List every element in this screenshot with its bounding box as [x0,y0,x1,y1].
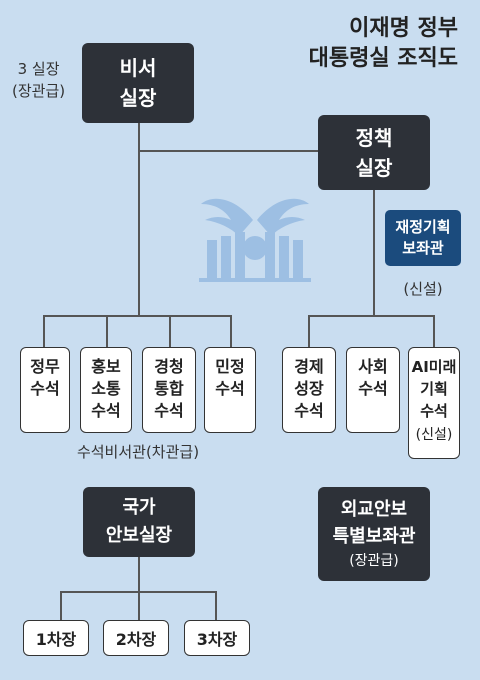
secretary-box-public-relations: 홍보 소통 수석 [80,347,132,433]
secretary-pr-line-3: 수석 [91,401,121,420]
policy-chief-line-2: 실장 [355,155,393,180]
national-security-line-1: 국가 [122,497,156,518]
national-security-line-2: 안보실장 [105,525,173,546]
secretary-political-line-1: 정무 [30,357,60,376]
chief-of-staff-box: 비서 실장 [82,43,194,123]
secretary-box-social: 사회 수석 [346,347,400,433]
diplomacy-advisor-box: 외교안보 특별보좌관 (장관급) [318,487,430,581]
secretary-box-listening-unity: 경청 통합 수석 [142,347,196,433]
fiscal-advisor-note: (신설) [403,280,443,298]
secretary-box-ai-future: AI미래 기획 수석 (신설) [408,347,460,459]
secretary-pr-line-2: 소통 [91,379,121,398]
chief-of-staff-note-line-2: (장관급) [12,82,66,100]
title-line-1: 이재명 정부 [349,16,458,41]
phoenix-emblem-icon [199,198,311,282]
secretary-economy-line-2: 성장 [294,379,324,398]
chief-of-staff-note-line-1: 3 실장 [17,60,60,78]
chief-of-staff-line-2: 실장 [119,86,157,110]
fiscal-advisor-line-1: 재정기획 [395,218,451,236]
deputy-box-1: 1차장 [23,620,89,656]
chart-title: 이재명 정부 대통령실 조직도 [309,14,458,74]
secretary-ai-line-3: 수석 [420,402,448,420]
fiscal-advisor-line-2: 보좌관 [402,239,444,257]
secretary-social-line-2: 수석 [358,379,388,398]
secretary-ai-line-1: AI미래 [411,358,457,376]
fiscal-advisor-box: 재정기획 보좌관 [385,210,461,266]
secretary-ai-note: (신설) [415,427,453,443]
secretary-political-line-2: 수석 [30,379,60,398]
chief-of-staff-note: 3 실장 (장관급) [12,58,65,102]
secretary-box-economic-growth: 경제 성장 수석 [282,347,336,433]
secretary-civil-line-1: 민정 [215,357,245,376]
secretary-listening-line-1: 경청 [154,357,184,376]
secretary-listening-line-2: 통합 [154,379,184,398]
chief-of-staff-line-1: 비서 [119,56,157,80]
deputy-box-2: 2차장 [103,620,169,656]
diplomacy-advisor-note: (장관급) [349,553,399,569]
secretary-box-civil-affairs: 민정 수석 [204,347,256,433]
secretary-economy-line-1: 경제 [294,357,324,376]
secretary-ai-line-2: 기획 [420,380,448,398]
secretary-social-line-1: 사회 [358,357,388,376]
secretary-box-political: 정무 수석 [20,347,70,433]
diplomacy-advisor-line-2: 특별보좌관 [332,526,416,547]
policy-chief-box: 정책 실장 [318,115,430,190]
secretary-civil-line-2: 수석 [215,379,245,398]
secretary-economy-line-3: 수석 [294,401,324,420]
diplomacy-advisor-line-1: 외교안보 [340,499,408,520]
secretary-listening-line-3: 수석 [154,401,184,420]
deputy-box-3: 3차장 [184,620,250,656]
secretaries-rank-note: 수석비서관(차관급) [76,443,200,461]
title-line-2: 대통령실 조직도 [308,46,458,71]
policy-chief-line-1: 정책 [355,125,393,150]
secretary-pr-line-1: 홍보 [91,357,121,376]
national-security-box: 국가 안보실장 [83,487,195,557]
